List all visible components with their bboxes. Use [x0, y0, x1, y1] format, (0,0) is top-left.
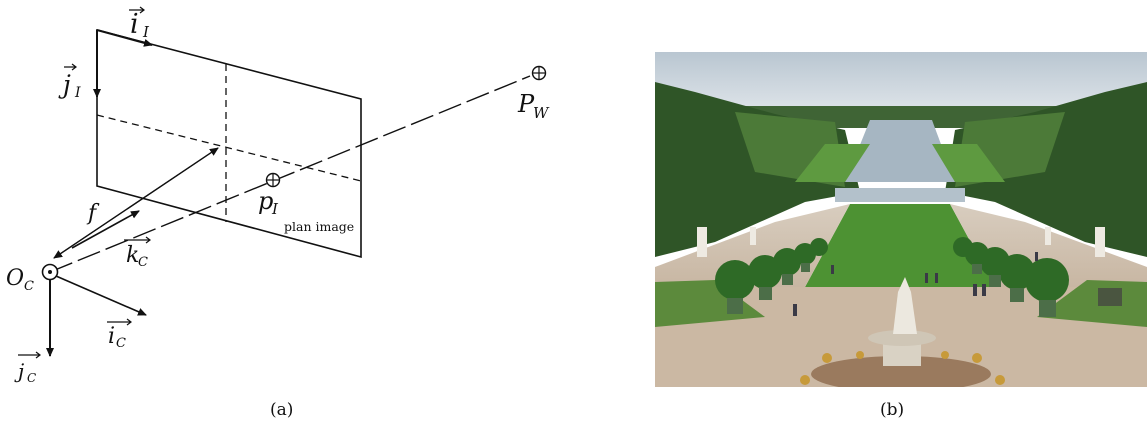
p-I-label: p [258, 187, 273, 215]
left-flowerbed [655, 280, 765, 327]
j-C-label: j [14, 359, 24, 383]
utility-cart [1098, 288, 1122, 306]
canal [845, 120, 955, 182]
orange-trees-left [715, 238, 828, 300]
j-I-label: j [58, 70, 71, 99]
orange-trees-right [953, 237, 1069, 302]
i-I-label: i [130, 9, 139, 40]
orange-tree-planters-right [972, 264, 1056, 317]
p-I-subscript: I [271, 200, 279, 218]
image-point-marker [265, 172, 281, 188]
i-C-axis-arrow [55, 275, 147, 316]
world-point-marker [531, 65, 547, 81]
projection-ray [49, 75, 531, 273]
P-W-label: P [517, 90, 535, 118]
fountain-basin [811, 356, 991, 387]
camera-model-diagram: i I j I P W p I plan image f k C O C i C… [6, 6, 550, 385]
i-C-subscript: C [116, 336, 126, 351]
garden-statues [697, 227, 1105, 257]
O-C-label: O [6, 266, 24, 291]
i-I-subscript: I [142, 23, 150, 41]
j-C-subscript: C [27, 371, 36, 385]
orange-tree-planters-left [727, 263, 810, 314]
caption-b: (b) [880, 400, 905, 420]
main-lawn [805, 204, 995, 287]
k-C-axis-arrow [71, 210, 140, 249]
focal-length-arrow-back [53, 147, 219, 259]
image-plane [96, 28, 362, 259]
visitors [793, 252, 1038, 316]
sky [655, 52, 1147, 110]
canal-bank-right [932, 144, 1005, 182]
camera-center-dot [48, 270, 52, 274]
caption-a: (a) [270, 400, 294, 420]
k-C-label: k [126, 243, 139, 268]
j-I-subscript: I [74, 85, 81, 101]
fountain-statue [893, 277, 917, 334]
canal-bank-left [795, 144, 870, 182]
focal-length-label: f [86, 201, 100, 226]
vector-overarrows [18, 6, 151, 359]
fountain-tier [868, 330, 936, 346]
plane-label: plan image [284, 219, 354, 234]
O-C-subscript: C [24, 279, 34, 294]
k-C-subscript: C [138, 255, 148, 270]
i-I-axis-arrow [96, 29, 153, 47]
versailles-garden-photo [655, 52, 1147, 387]
plane-horizontal-dashed-line [96, 114, 362, 182]
gilded-figures [800, 351, 1005, 385]
i-C-label: i [108, 324, 115, 349]
P-W-subscript: W [533, 104, 550, 122]
basin [835, 188, 965, 202]
